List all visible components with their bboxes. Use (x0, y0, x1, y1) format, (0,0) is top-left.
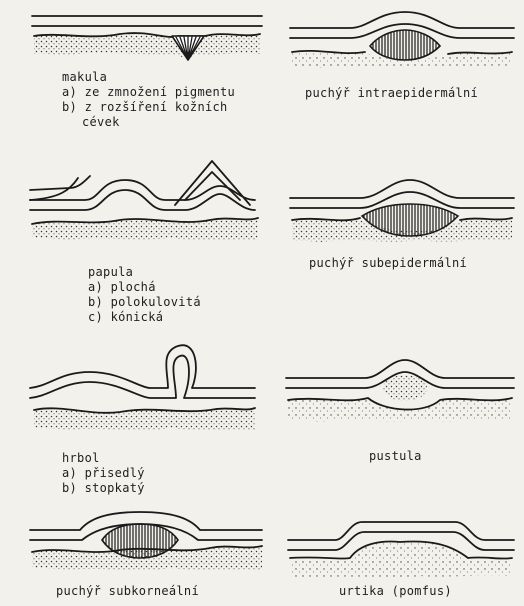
subkorneal-title: puchýř subkorneální (56, 584, 199, 599)
subkorneal-blister-drawing (30, 512, 262, 570)
papula-title: papula (88, 265, 201, 280)
makula-title: makula (62, 70, 235, 85)
urtika-label: urtika (pomfus) (339, 584, 452, 599)
pustula-label: pustula (369, 449, 422, 464)
papula-line-2: b) polokulovitá (88, 295, 201, 310)
hrbol-drawing (30, 345, 255, 430)
intraepidermal-label: puchýř intraepidermální (305, 86, 478, 101)
makula-line-3: cévek (62, 115, 235, 130)
papula-label: papula a) plochá b) polokulovitá c) kóni… (88, 265, 201, 325)
subkorneal-label: puchýř subkorneální (56, 584, 199, 599)
subepidermal-label: puchýř subepidermální (309, 256, 467, 271)
pustula-title: pustula (369, 449, 422, 464)
papula-line-1: a) plochá (88, 280, 201, 295)
intraepidermal-title: puchýř intraepidermální (305, 86, 478, 101)
papula-line-3: c) kónická (88, 310, 201, 325)
makula-drawing (32, 16, 262, 60)
makula-line-2: b) z rozšíření kožních (62, 100, 235, 115)
subepidermal-blister-drawing (290, 180, 514, 242)
hrbol-label: hrbol a) přisedlý b) stopkatý (62, 451, 145, 496)
hrbol-line-1: a) přisedlý (62, 466, 145, 481)
hrbol-title: hrbol (62, 451, 145, 466)
papula-drawing (30, 161, 258, 240)
pustula-drawing (286, 360, 514, 422)
subepidermal-title: puchýř subepidermální (309, 256, 467, 271)
hrbol-line-2: b) stopkatý (62, 481, 145, 496)
urtika-title: urtika (pomfus) (339, 584, 452, 599)
makula-line-1: a) ze zmnožení pigmentu (62, 85, 235, 100)
intraepidermal-blister-drawing (290, 12, 514, 68)
makula-label: makula a) ze zmnožení pigmentu b) z rozš… (62, 70, 235, 130)
urtika-drawing (288, 522, 514, 578)
